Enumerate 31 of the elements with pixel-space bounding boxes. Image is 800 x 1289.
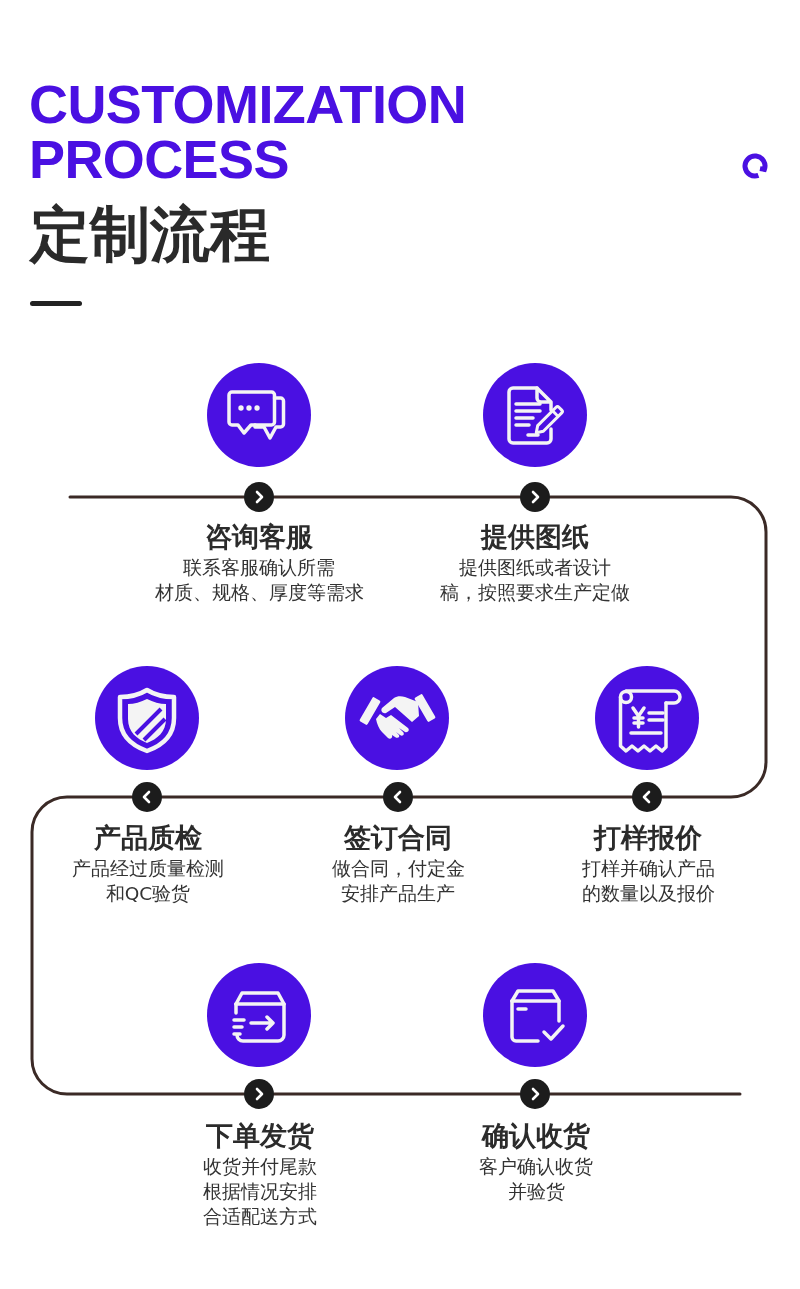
heading: 定制流程	[30, 204, 270, 264]
step-title: 咨询客服	[205, 521, 313, 553]
step-title: 下单发货	[206, 1120, 314, 1152]
chevron-icon	[132, 782, 162, 812]
flow-line	[548, 1092, 742, 1096]
chevron-icon	[520, 482, 550, 512]
chevron-icon	[383, 782, 413, 812]
step-description: 联系客服确认所需材质、规格、厚度等需求	[154, 556, 364, 605]
flow-line	[30, 795, 246, 1096]
chevron-icon	[244, 1079, 274, 1109]
step-title: 签订合同	[344, 822, 452, 854]
step-description: 产品经过质量检测和QC验货	[72, 857, 224, 906]
flow-line	[68, 495, 246, 499]
step-description: 收货并付尾款根据情况安排合适配送方式	[203, 1155, 317, 1229]
step-title: 提供图纸	[481, 521, 589, 553]
chevron-icon	[244, 482, 274, 512]
step-title: 确认收货	[482, 1120, 590, 1152]
flow-line	[272, 1092, 522, 1096]
flow-line	[160, 795, 385, 799]
flow-line	[411, 795, 634, 799]
step-description: 提供图纸或者设计稿，按照要求生产定做	[440, 556, 630, 605]
step-description: 做合同，付定金安排产品生产	[331, 857, 465, 906]
step-title: 打样报价	[594, 822, 702, 854]
step-description: 打样并确认产品的数量以及报价	[581, 857, 715, 906]
chevron-icon	[632, 782, 662, 812]
chevron-icon	[520, 1079, 550, 1109]
step-title: 产品质检	[94, 822, 202, 854]
flow-line	[548, 495, 768, 799]
step-description: 客户确认收货并验货	[479, 1155, 593, 1204]
flow-line	[272, 495, 522, 499]
heading: CUSTOMIZATION PROCESS	[29, 77, 468, 187]
